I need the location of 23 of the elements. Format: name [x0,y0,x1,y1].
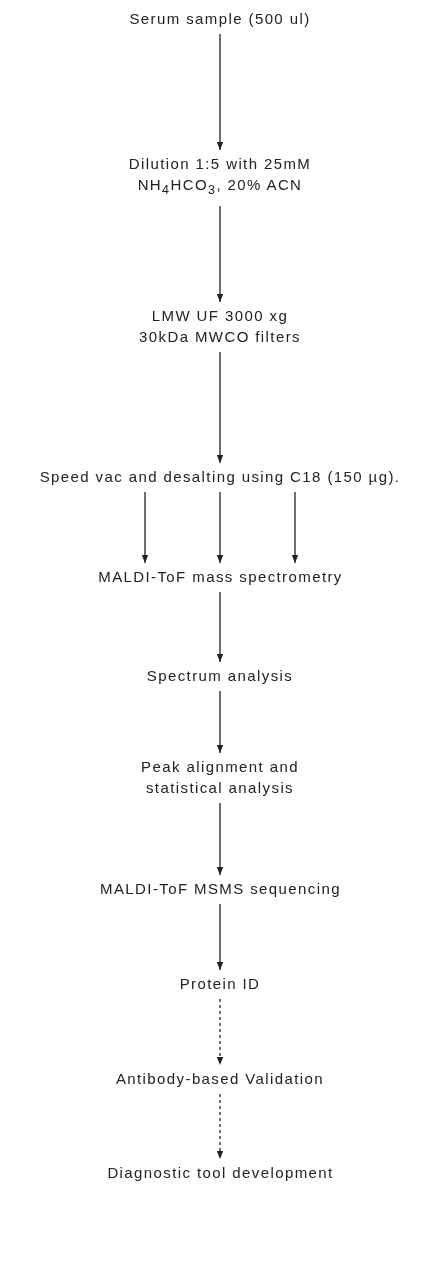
step-text: Peak alignment and statistical analysis [140,757,300,798]
arrow [216,802,224,876]
arrow [216,351,224,464]
arrow [216,491,224,564]
arrow [141,491,149,564]
step-text: Antibody-based Validation [114,1069,326,1089]
arrow [291,491,299,564]
step-text: Serum sample (500 ul) [128,9,312,29]
step-text: MALDI-ToF mass spectrometry [97,567,344,587]
step-text: Speed vac and desalting using C18 (150 µg). [38,467,402,487]
arrow [216,903,224,971]
arrow [216,591,224,663]
arrow [216,205,224,303]
step-text: LMW UF 3000 xg 30kDa MWCO filters [138,306,302,347]
arrow [216,33,224,151]
arrow [216,690,224,754]
step-text: Spectrum analysis [145,666,295,686]
arrow [216,1093,224,1160]
step-text: Diagnostic tool development [106,1163,335,1183]
step-text: Dilution 1:5 with 25mM NH$_{4}$HCO$_{3}$, 20% ACN [127,154,313,199]
step-text: Protein ID [178,974,262,994]
step-text: MALDI-ToF MSMS sequencing [99,879,342,899]
arrow [216,998,224,1066]
